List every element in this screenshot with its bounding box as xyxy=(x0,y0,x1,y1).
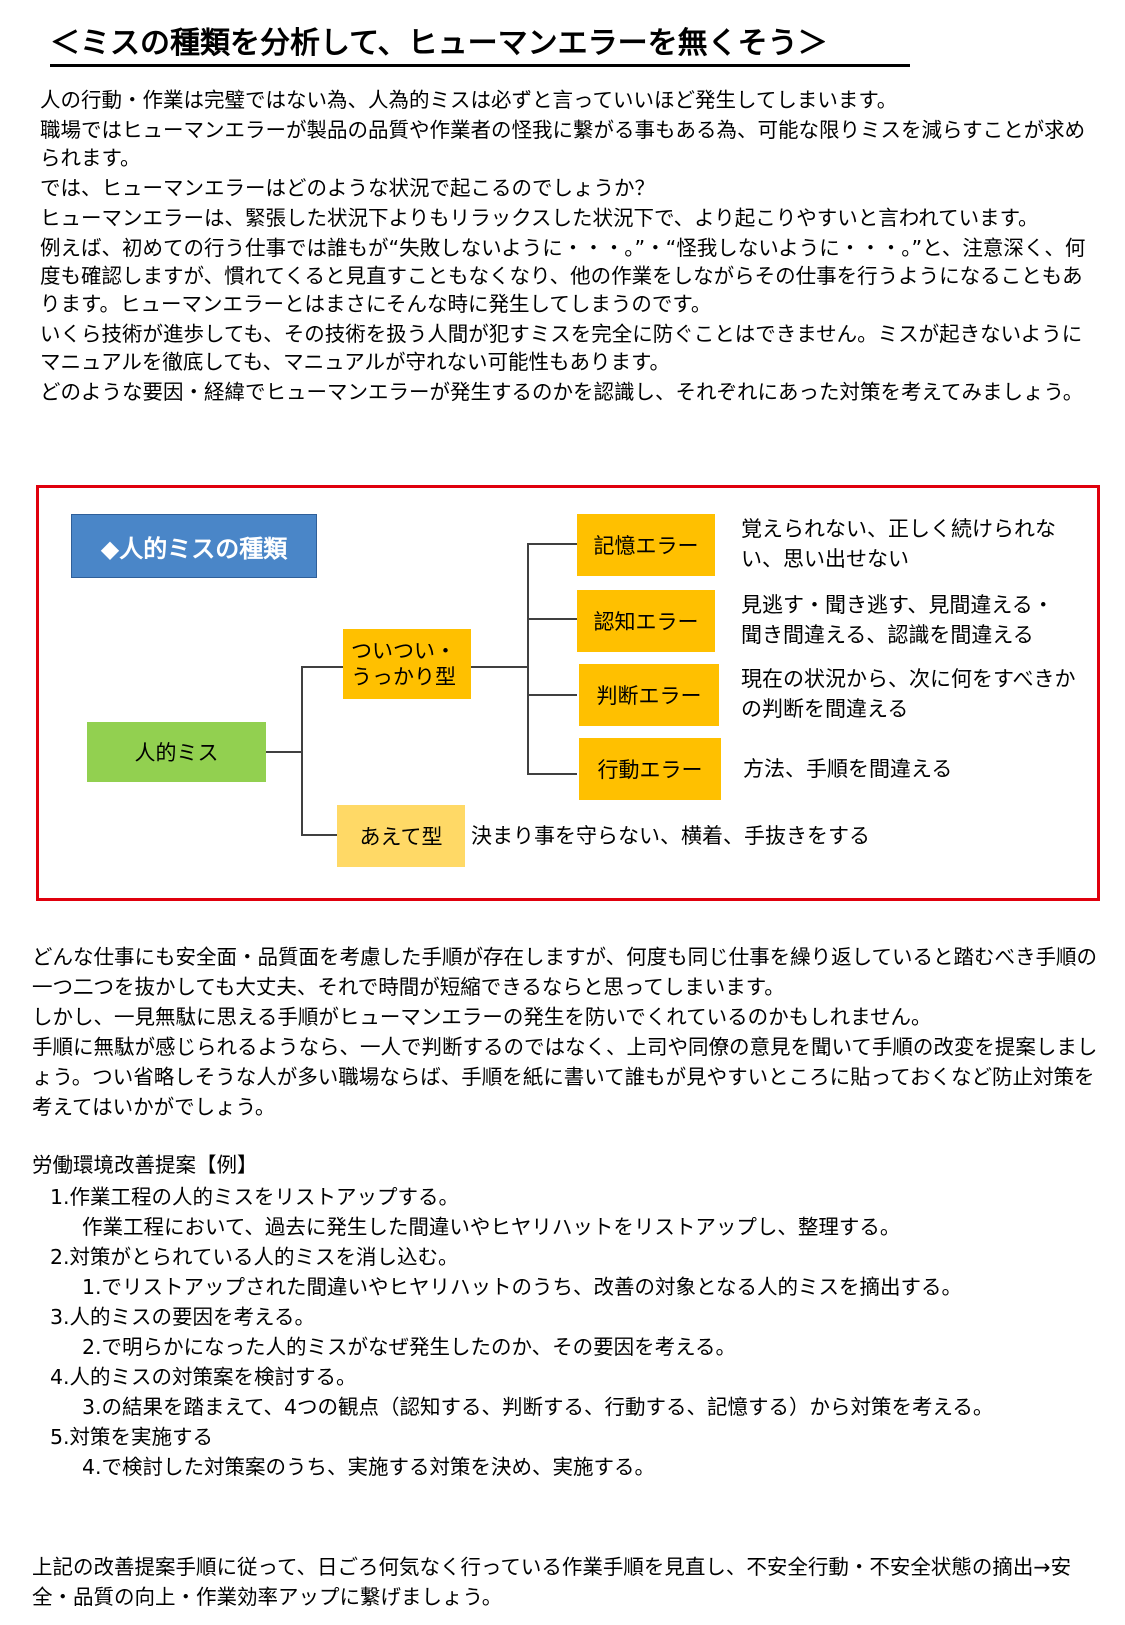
connector-line xyxy=(471,666,529,668)
connector-line xyxy=(527,694,577,696)
memory-error-node: 記憶エラー xyxy=(577,514,715,576)
step-title: 2.対策がとられている人的ミスを消し込む。 xyxy=(50,1245,459,1269)
intro-paragraph: 例えば、初めての行う仕事では誰もが“失敗しないように・・・。”・“怪我しないよう… xyxy=(40,236,1086,316)
intro-paragraph: どのような要因・経緯でヒューマンエラーが発生するのかを認識し、それぞれにあった対… xyxy=(40,380,1084,404)
intro-paragraph: いくら技術が進歩しても、その技術を扱う人間が犯すミスを完全に防ぐことはできません… xyxy=(40,322,1083,374)
step-desc: 4.で検討した対策案のうち、実施する対策を決め、実施する。 xyxy=(82,1455,656,1479)
conclusion-text: 上記の改善提案手順に従って、日ごろ何気なく行っている作業手順を見直し、不安全行動… xyxy=(32,1555,1072,1609)
branch-deliberate-type: あえて型 xyxy=(337,805,465,867)
judgment-error-node: 判断エラー xyxy=(579,664,719,726)
step-desc: 作業工程において、過去に発生した間違いやヒヤリハットをリストアップし、整理する。 xyxy=(82,1215,901,1239)
branch-deliberate-desc: 決まり事を守らない、横着、手抜きをする xyxy=(471,824,870,848)
conclusion: 上記の改善提案手順に従って、日ごろ何気なく行っている作業手順を見直し、不安全行動… xyxy=(32,1552,1102,1612)
intro-paragraph: では、ヒューマンエラーはどのような状況で起こるのでしょうか？ xyxy=(40,176,655,200)
cognition-error-desc: 見逃す・聞き逃す、見間違える・聞き間違える、認識を間違える xyxy=(741,593,1054,647)
body-paragraph: どんな仕事にも安全面・品質面を考慮した手順が存在しますが、何度も同じ仕事を繰り返… xyxy=(32,945,1097,999)
step-title: 1.作業工程の人的ミスをリストアップする。 xyxy=(50,1185,460,1209)
intro-paragraph: ヒューマンエラーは、緊張した状況下よりもリラックスした状況下で、より起こりやすい… xyxy=(40,206,1039,230)
intro-paragraph: 職場ではヒューマンエラーが製品の品質や作業者の怪我に繋がる事もある為、可能な限り… xyxy=(40,118,1086,170)
connector-line xyxy=(301,666,343,668)
intro-paragraph: 人の行動・作業は完璧ではない為、人為的ミスは必ずと言っていいほど発生してしまいま… xyxy=(40,88,898,112)
body-paragraph: しかし、一見無駄に思える手順がヒューマンエラーの発生を防いでくれているのかもしれ… xyxy=(32,1005,932,1029)
body-section: どんな仕事にも安全面・品質面を考慮した手順が存在しますが、何度も同じ仕事を繰り返… xyxy=(32,942,1102,1122)
connector-line xyxy=(527,618,577,620)
error-types-diagram: ◆人的ミスの種類 人的ミス ついつい・うっかり型 あえて型 決まり事を守らない、… xyxy=(36,485,1100,901)
step-desc: 2.で明らかになった人的ミスがなぜ発生したのか、その要因を考える。 xyxy=(82,1335,737,1359)
connector-line xyxy=(301,834,337,836)
connector-line xyxy=(527,543,529,775)
body-paragraph: 手順に無駄が感じられるようなら、一人で判断するのではなく、上司や同僚の意見を聞い… xyxy=(32,1035,1098,1119)
connector-line xyxy=(301,666,303,836)
connector-line xyxy=(527,543,577,545)
step-title: 5.対策を実施する xyxy=(50,1425,214,1449)
page-title: ＜ミスの種類を分析して、ヒューマンエラーを無くそう＞ xyxy=(50,26,910,67)
judgment-error-desc: 現在の状況から、次に何をすべきかの判断を間違える xyxy=(741,667,1076,721)
intro-section: 人の行動・作業は完璧ではない為、人為的ミスは必ずと言っていいほど発生してしまいま… xyxy=(40,86,1090,408)
step-title: 3.人的ミスの要因を考える。 xyxy=(50,1305,315,1329)
branch-careless-type: ついつい・うっかり型 xyxy=(343,629,471,699)
cognition-error-node: 認知エラー xyxy=(577,590,715,652)
diagram-heading: ◆人的ミスの種類 xyxy=(71,514,317,578)
step-desc: 3.の結果を踏まえて、4つの観点（認知する、判断する、行動する、記憶する）から対… xyxy=(82,1395,994,1419)
step-desc: 1.でリストアップされた間違いやヒヤリハットのうち、改善の対象となる人的ミスを摘… xyxy=(82,1275,962,1299)
connector-line xyxy=(266,751,302,753)
action-error-node: 行動エラー xyxy=(579,738,721,800)
improvement-example: 労働環境改善提案【例】 1.作業工程の人的ミスをリストアップする。 作業工程にお… xyxy=(32,1150,1112,1482)
step-title: 4.人的ミスの対策案を検討する。 xyxy=(50,1365,357,1389)
example-heading: 労働環境改善提案【例】 xyxy=(32,1153,258,1177)
memory-error-desc: 覚えられない、正しく続けられない、思い出せない xyxy=(741,517,1056,571)
root-node: 人的ミス xyxy=(87,722,266,782)
action-error-desc: 方法、手順を間違える xyxy=(743,757,953,781)
connector-line xyxy=(527,773,577,775)
